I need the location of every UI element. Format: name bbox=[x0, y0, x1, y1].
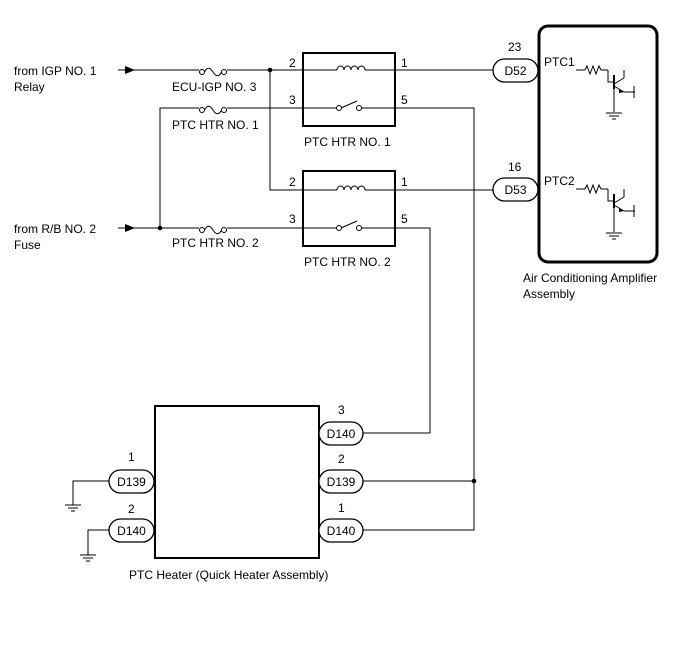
connector-pin: 2 bbox=[128, 502, 135, 516]
connector-label: D140 bbox=[327, 524, 356, 538]
relay2-name: PTC HTR NO. 2 bbox=[304, 255, 391, 269]
relay1-pin-coil-out: 1 bbox=[401, 56, 408, 70]
relay2-pin-coil-in: 2 bbox=[289, 175, 296, 189]
wire-relay2-coil-feed bbox=[269, 70, 303, 191]
amplifier-box bbox=[537, 24, 659, 264]
source-rb-label: from R/B NO. 2 bbox=[14, 222, 96, 236]
connector-label: D139 bbox=[327, 475, 356, 489]
relay-ptc-htr2 bbox=[302, 170, 396, 247]
relay1-pin-coil-in: 2 bbox=[289, 56, 296, 70]
relay-coil-icon bbox=[336, 185, 366, 191]
relay2-pin-sw-in: 3 bbox=[289, 212, 296, 226]
source-igp-label: from IGP NO. 1 bbox=[14, 64, 97, 78]
ptc-heater-box bbox=[154, 405, 320, 559]
source-igp-sublabel: Relay bbox=[14, 80, 45, 94]
connector-heater-d139-pin1: D139 bbox=[108, 469, 155, 494]
connector-pin: 1 bbox=[128, 450, 135, 464]
relay2-pin-coil-out: 1 bbox=[401, 175, 408, 189]
source-rb-sublabel: Fuse bbox=[14, 238, 41, 252]
transistor-ptc1-icon bbox=[576, 64, 635, 120]
connector-heater-d140-pin1: D140 bbox=[318, 518, 364, 543]
connector-pin: 3 bbox=[338, 403, 345, 417]
connector-d53: D53 bbox=[492, 177, 539, 202]
junction-dot bbox=[471, 478, 477, 484]
connector-pin: 2 bbox=[338, 452, 345, 466]
connector-label: D52 bbox=[504, 64, 526, 78]
connector-d53-pin: 16 bbox=[508, 160, 522, 174]
relay-box bbox=[302, 52, 396, 127]
ptc-heater-name: PTC Heater (Quick Heater Assembly) bbox=[129, 568, 328, 582]
connector-label: D53 bbox=[504, 183, 526, 197]
relay1-pin-sw-in: 3 bbox=[289, 93, 296, 107]
signal-ptc1: PTC1 bbox=[544, 55, 575, 69]
connector-heater-d139-pin2: D139 bbox=[318, 469, 364, 494]
connector-label: D140 bbox=[117, 524, 146, 538]
fuse-ptc-htr2-icon bbox=[199, 225, 227, 235]
relay2-pin-sw-out: 5 bbox=[401, 212, 408, 226]
switch-contact-icon bbox=[336, 105, 342, 111]
connector-label: D140 bbox=[327, 427, 356, 441]
junction-dot bbox=[157, 225, 163, 231]
connector-label: D139 bbox=[117, 475, 146, 489]
wire-relay1-out bbox=[363, 107, 475, 531]
fuse-ptc-htr2-label: PTC HTR NO. 2 bbox=[172, 236, 259, 250]
relay1-name: PTC HTR NO. 1 bbox=[304, 135, 391, 149]
connector-d52-pin: 23 bbox=[508, 40, 522, 54]
ground-icon bbox=[80, 529, 109, 562]
ground-icon bbox=[65, 480, 109, 512]
switch-contact-icon bbox=[336, 225, 342, 231]
wire-rb-main bbox=[134, 107, 303, 229]
amplifier-name-line2: Assembly bbox=[523, 287, 575, 301]
connector-d52: D52 bbox=[492, 58, 539, 83]
switch-contact-icon bbox=[356, 105, 362, 111]
fuse-ptc-htr1-label: PTC HTR NO. 1 bbox=[172, 118, 259, 132]
transistor-ptc2-icon bbox=[576, 183, 635, 240]
fuse-ecu-igp-icon bbox=[199, 67, 227, 77]
connector-heater-d140-pin2: D140 bbox=[108, 518, 155, 543]
amplifier-name: Air Conditioning Amplifier bbox=[523, 271, 657, 285]
connector-pin: 1 bbox=[338, 501, 345, 515]
relay-ptc-htr1 bbox=[302, 52, 396, 127]
fuse-ecu-igp-label: ECU-IGP NO. 3 bbox=[172, 80, 257, 94]
relay1-pin-sw-out: 5 bbox=[401, 93, 408, 107]
connector-heater-d140-pin3: D140 bbox=[318, 421, 364, 446]
signal-ptc2: PTC2 bbox=[544, 174, 575, 188]
fuse-ptc-htr1-icon bbox=[199, 105, 227, 115]
switch-contact-icon bbox=[356, 225, 362, 231]
relay-box bbox=[302, 170, 396, 247]
wire-relay2-out bbox=[363, 227, 431, 434]
relay-coil-icon bbox=[336, 65, 366, 71]
